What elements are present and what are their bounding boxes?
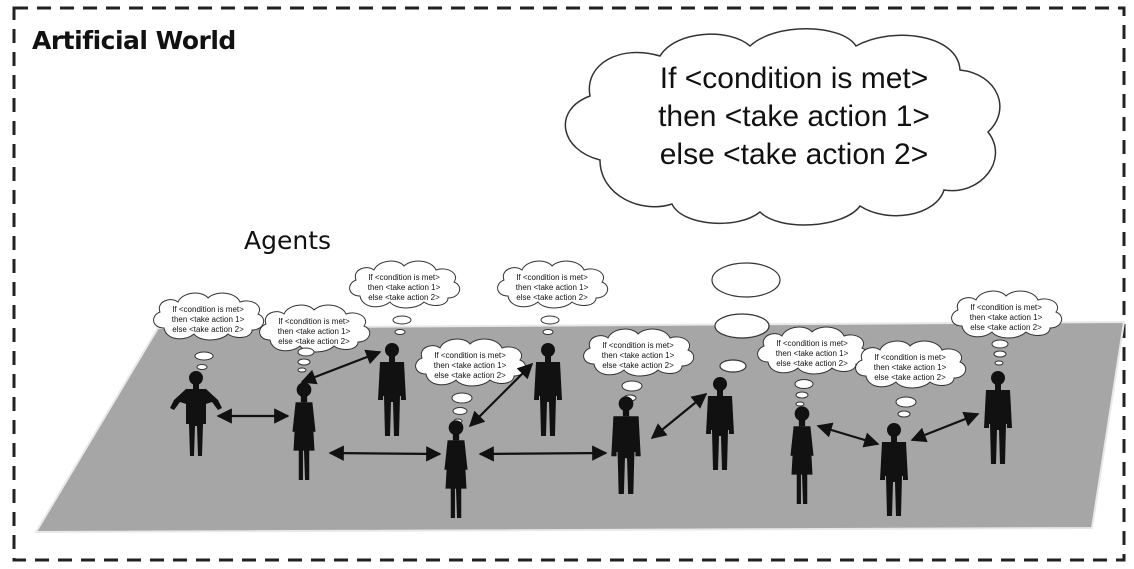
- thought-line: If <condition is met>: [516, 273, 588, 282]
- thought-line: If <condition is met>: [434, 351, 506, 360]
- thought-line: then <take action 1>: [277, 327, 351, 336]
- thought-line: then <take action 1>: [367, 283, 441, 292]
- interaction-arrow: [650, 393, 708, 439]
- thought-line: If <condition is met>: [368, 273, 440, 282]
- agent-thought-4: [497, 260, 609, 335]
- thought-line: If <condition is met>: [970, 303, 1042, 312]
- agent-thought-text: If <condition is met> then <take action …: [757, 339, 867, 369]
- interaction-arrow: [468, 362, 534, 428]
- thought-line: else <take action 2>: [434, 371, 506, 380]
- main-thought-line2: then <take action 1>: [658, 100, 930, 133]
- agent-thought-text: If <condition is met> then <take action …: [415, 351, 525, 381]
- interaction-arrow: [910, 411, 980, 443]
- thought-trail-dot: [719, 359, 747, 373]
- thought-trail-dot: [714, 313, 770, 339]
- thought-line: then <take action 1>: [775, 349, 849, 358]
- agent-thought-text: If <condition is met> then <take action …: [951, 303, 1061, 333]
- agent-thought-text: If <condition is met> then <take action …: [583, 341, 693, 371]
- thought-line: If <condition is met>: [874, 353, 946, 362]
- agent-thought-3: [349, 260, 461, 335]
- thought-line: else <take action 2>: [278, 337, 350, 346]
- thought-line: else <take action 2>: [874, 373, 946, 382]
- thought-line: then <take action 1>: [873, 363, 947, 372]
- agent-thought-9: [951, 290, 1063, 366]
- thought-line: then <take action 1>: [433, 361, 507, 370]
- main-thought-line3: else <take action 2>: [659, 138, 929, 171]
- main-thought-text: If <condition is met> then <take action …: [584, 60, 1004, 174]
- main-thought-line1: If <condition is met>: [659, 62, 929, 95]
- agent-thought-1: [153, 292, 265, 370]
- thought-line: If <condition is met>: [602, 341, 674, 350]
- interaction-arrow: [478, 445, 608, 462]
- agent-thought-text: If <condition is met> then <take action …: [855, 353, 965, 383]
- thought-line: else <take action 2>: [602, 361, 674, 370]
- agent-thought-text: If <condition is met> then <take action …: [153, 305, 263, 335]
- agent-thought-7: [757, 326, 869, 407]
- main-thought-cloud: [564, 28, 1001, 226]
- thought-line: else <take action 2>: [970, 323, 1042, 332]
- thought-line: then <take action 1>: [171, 315, 245, 324]
- thought-line: If <condition is met>: [172, 305, 244, 314]
- agents-label: Agents: [244, 226, 332, 255]
- agent-thought-8: [855, 340, 967, 418]
- thought-line: If <condition is met>: [776, 339, 848, 348]
- thought-line: else <take action 2>: [516, 293, 588, 302]
- thought-line: then <take action 1>: [515, 283, 589, 292]
- thought-line: else <take action 2>: [368, 293, 440, 302]
- thought-line: else <take action 2>: [172, 325, 244, 334]
- agent-thought-text: If <condition is met> then <take action …: [349, 273, 459, 303]
- thought-line: else <take action 2>: [776, 359, 848, 368]
- interaction-arrow: [816, 422, 880, 448]
- thought-line: If <condition is met>: [278, 317, 350, 326]
- world-frame: [12, 6, 1126, 562]
- interaction-arrow: [300, 349, 382, 385]
- thought-trail-dot: [711, 262, 781, 298]
- agent-thought-text: If <condition is met> then <take action …: [497, 273, 607, 303]
- agent-thought-text: If <condition is met> then <take action …: [259, 317, 369, 347]
- thought-line: then <take action 1>: [601, 351, 675, 360]
- interaction-arrow: [328, 445, 442, 462]
- world-title: Artificial World: [32, 26, 236, 55]
- thought-line: then <take action 1>: [969, 313, 1043, 322]
